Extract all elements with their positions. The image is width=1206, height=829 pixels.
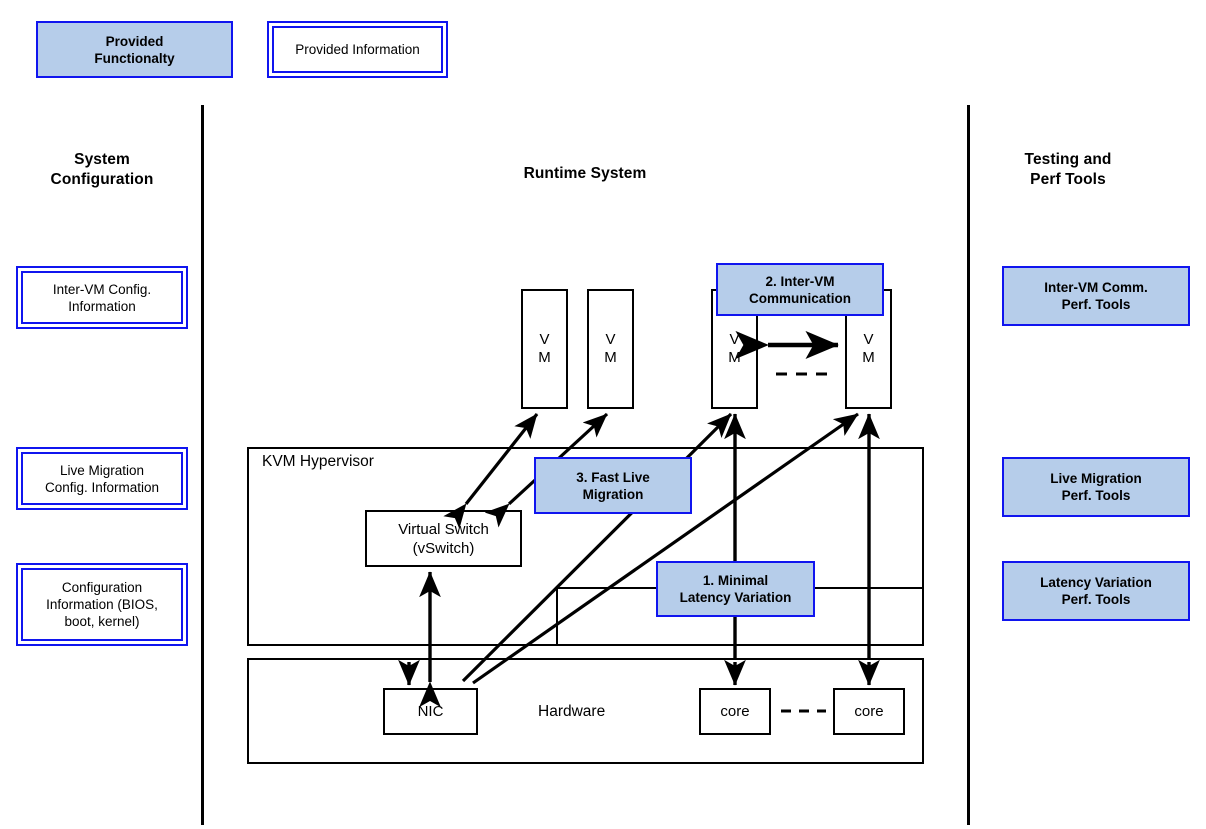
info-box-configuration-information: Configuration Information (BIOS, boot, k… [16, 563, 188, 646]
nic-box: NIC [383, 688, 478, 735]
hardware-label: Hardware [538, 703, 606, 720]
info-box-configuration-information-label: Configuration Information (BIOS, boot, k… [21, 568, 183, 641]
callout-fast-live-migration: 3. Fast Live Migration [534, 457, 692, 514]
fx-box-latency-variation-perf-tools: Latency Variation Perf. Tools [1002, 561, 1190, 621]
heading-runtime-system: Runtime System [523, 165, 647, 182]
info-box-inter-vm-config: Inter-VM Config. Information [16, 266, 188, 329]
vm-box-1: V M [521, 289, 568, 409]
legend-provided-functionality: Provided Functionalty [36, 21, 233, 78]
info-box-inter-vm-config-label: Inter-VM Config. Information [21, 271, 183, 324]
core-box-2: core [833, 688, 905, 735]
legend-provided-information-label: Provided Information [272, 26, 443, 73]
divider-left [201, 105, 204, 825]
fx-box-live-migration-perf-tools: Live Migration Perf. Tools [1002, 457, 1190, 517]
divider-right [967, 105, 970, 825]
callout-minimal-latency-variation: 1. Minimal Latency Variation [656, 561, 815, 617]
virtual-switch-box: Virtual Switch (vSwitch) [365, 510, 522, 567]
fx-box-inter-vm-comm-perf-tools: Inter-VM Comm. Perf. Tools [1002, 266, 1190, 326]
core-box-1: core [699, 688, 771, 735]
kvm-hypervisor-label: KVM Hypervisor [262, 453, 374, 470]
info-box-live-migration-config: Live Migration Config. Information [16, 447, 188, 510]
heading-system-configuration: System Configuration [50, 151, 154, 188]
legend-provided-information: Provided Information [267, 21, 448, 78]
heading-testing-and-perf-tools: Testing and Perf Tools [1024, 151, 1112, 188]
info-box-live-migration-config-label: Live Migration Config. Information [21, 452, 183, 505]
callout-inter-vm-communication: 2. Inter-VM Communication [716, 263, 884, 316]
vm-box-2: V M [587, 289, 634, 409]
